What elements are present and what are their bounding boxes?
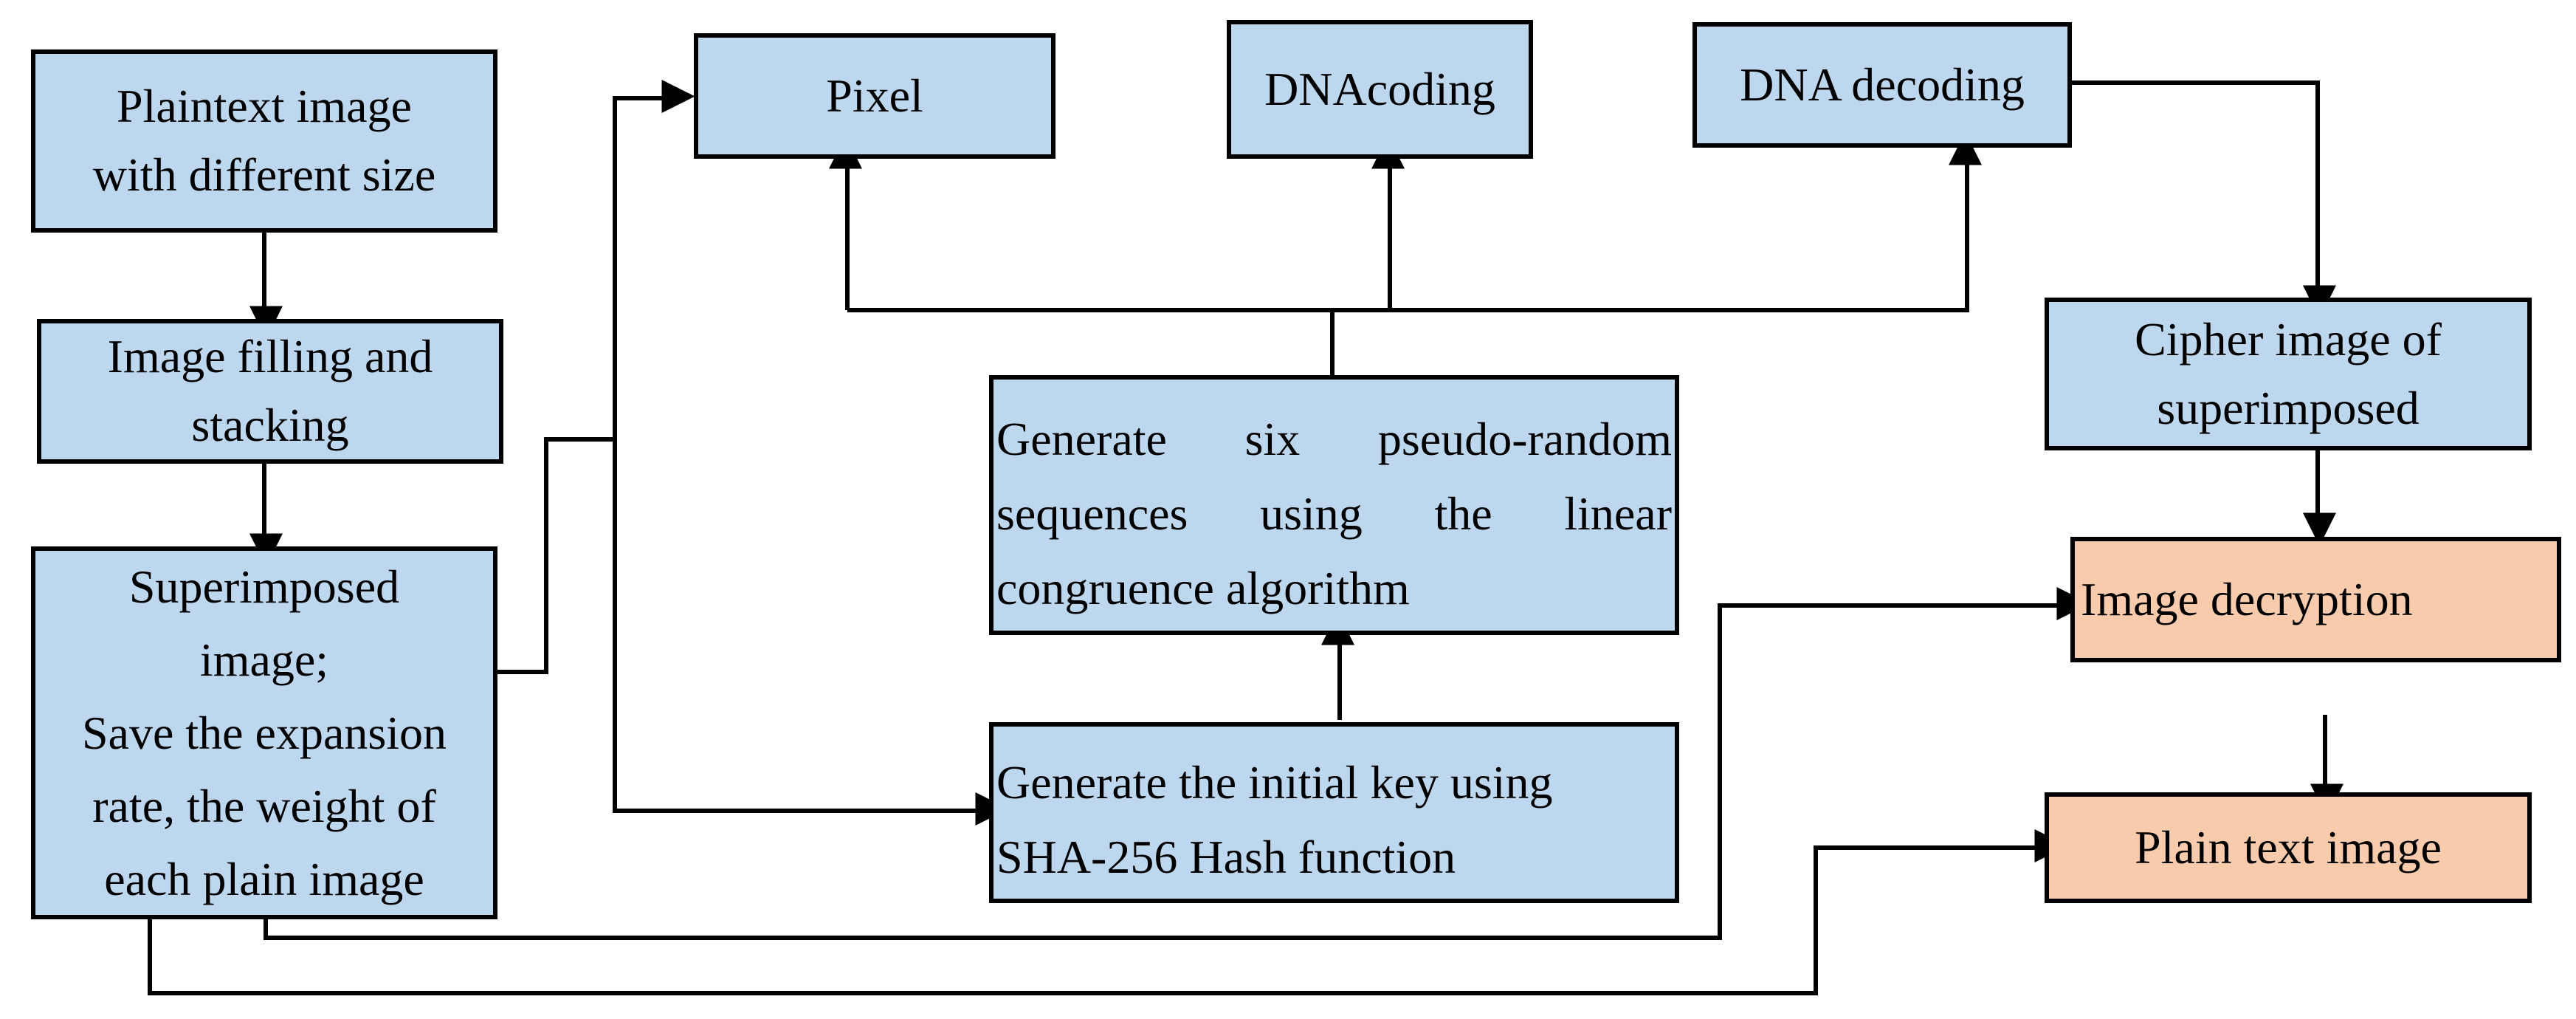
plain-text-image-node: Plain text image — [2045, 792, 2532, 903]
dnadecoding-node: DNA decoding — [1692, 22, 2072, 148]
sequence-generator-node: Generate six pseudo-random sequences usi… — [989, 375, 1679, 635]
arrow-superimposed-to-decryption — [264, 587, 2090, 940]
node-text-line: Image filling and — [107, 330, 433, 383]
node-text-line: rate, the weight of — [92, 780, 436, 833]
key-generator-node: Generate the initial key using SHA-256 H… — [989, 722, 1679, 903]
node-text-line: congruence algorithm — [996, 562, 1410, 615]
node-text-line: sequences using the linear — [996, 487, 1672, 541]
plaintext-image-node: Plaintext image with different size — [31, 49, 497, 233]
node-text: DNA decoding — [1740, 58, 2025, 111]
node-text-line: each plain image — [104, 853, 424, 906]
arrow-to-dnadecoding — [847, 131, 1983, 312]
node-text-line: image; — [199, 633, 329, 686]
image-decryption-node: Image decryption — [2070, 537, 2561, 662]
node-text-line: Generate six pseudo-random — [996, 413, 1672, 465]
arrow-superimposed-to-plain-image — [148, 829, 2068, 995]
node-text: Image decryption — [2081, 572, 2413, 625]
node-text-line: stacking — [191, 399, 349, 451]
node-text: Pixel — [826, 69, 923, 122]
image-filling-node: Image filling and stacking — [37, 319, 503, 464]
line-superimposed-to-bus — [497, 437, 615, 674]
node-text-line: Cipher image of — [2135, 312, 2442, 366]
node-text-line: with different size — [92, 148, 436, 201]
arrow-dnadecoding-to-cipher — [2072, 80, 2336, 319]
superimposed-image-node: Superimposed image; Save the expansion r… — [31, 546, 497, 919]
arrow-bus-to-pixel — [613, 80, 695, 569]
node-text-line: Save the expansion — [81, 706, 447, 759]
node-text-line: Plaintext image — [117, 80, 412, 133]
cipher-image-node: Cipher image of superimposed — [2045, 298, 2532, 450]
dnacoding-node: DNAcoding — [1227, 20, 1533, 159]
arrow-bus-to-key-generator — [613, 266, 1009, 826]
node-text-line: Generate the initial key using — [996, 756, 1553, 809]
node-text-line: SHA-256 Hash function — [996, 831, 1456, 884]
node-text-line: Superimposed — [128, 560, 400, 613]
node-text: Plain text image — [2135, 820, 2442, 874]
pixel-node: Pixel — [694, 33, 1055, 159]
node-text-line: superimposed — [2157, 381, 2420, 434]
node-text: DNAcoding — [1264, 62, 1495, 115]
